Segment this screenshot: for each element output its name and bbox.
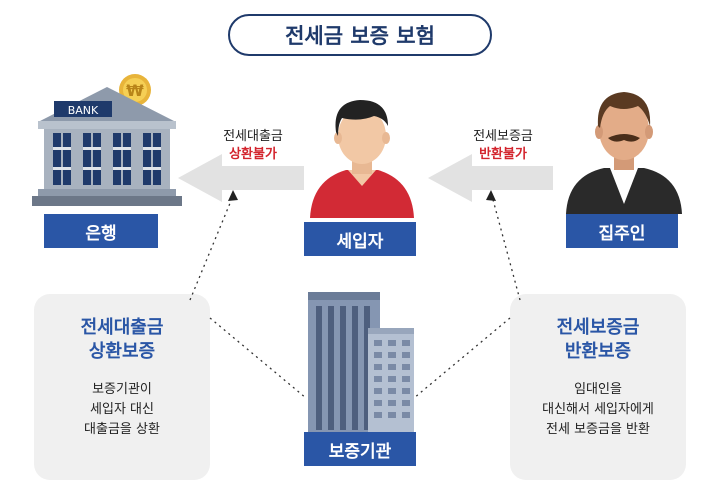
landlord-label: 집주인 [566, 214, 678, 248]
coin-symbol: ₩ [126, 81, 144, 100]
caption-deposit-line2: 반환불가 [455, 146, 551, 164]
bank-icon: ₩ BANK [32, 73, 182, 208]
caption-loan-line1: 전세대출금 [205, 128, 301, 146]
landlord-icon [562, 84, 686, 214]
tenant-icon [302, 92, 422, 218]
bank-sign: BANK [68, 104, 99, 117]
caption-deposit: 전세보증금 반환불가 [455, 128, 551, 164]
office-building-icon [300, 288, 420, 438]
caption-deposit-line1: 전세보증금 [455, 128, 551, 146]
caption-loan: 전세대출금 상환불가 [205, 128, 301, 164]
caption-loan-line2: 상환불가 [205, 146, 301, 164]
guarantor-label: 보증기관 [304, 432, 416, 466]
bank-label: 은행 [44, 214, 158, 248]
tenant-label: 세입자 [304, 222, 416, 256]
